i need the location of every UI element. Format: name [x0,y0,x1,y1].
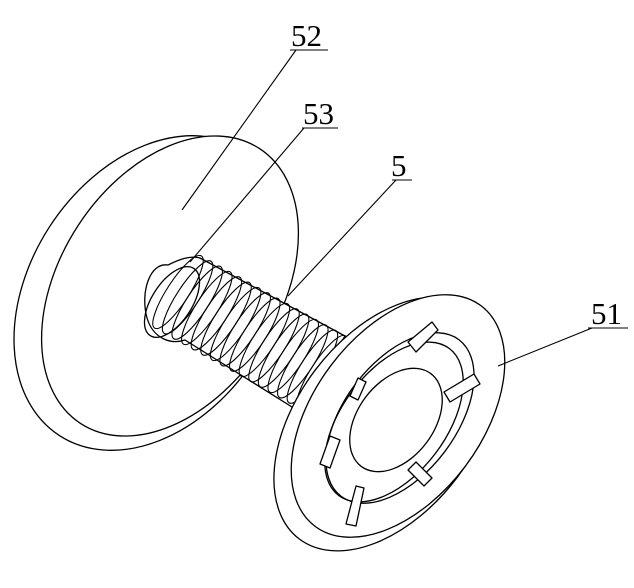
right-flange-spokes [319,321,481,527]
leader-line-5 [287,179,397,297]
leader-line-52 [181,49,297,211]
reference-label-5: 5 [391,148,407,183]
spoke-upper-left [349,377,367,401]
threaded-shaft [143,254,348,413]
leader-line-51 [497,327,593,367]
spoke-left [319,435,341,469]
leader-line-53 [189,127,305,263]
shaft-end-cap [143,266,201,338]
right-flange [273,294,506,552]
spoke-top [407,321,439,353]
spoke-bottom [345,485,365,527]
reference-label-53: 53 [303,96,334,131]
leader-lines [181,49,628,367]
spoke-lower-right [407,461,433,487]
spoke-right [443,373,481,403]
right-flange-hub [349,367,443,473]
reference-label-52: 52 [291,18,322,53]
reference-label-51: 51 [591,296,622,331]
